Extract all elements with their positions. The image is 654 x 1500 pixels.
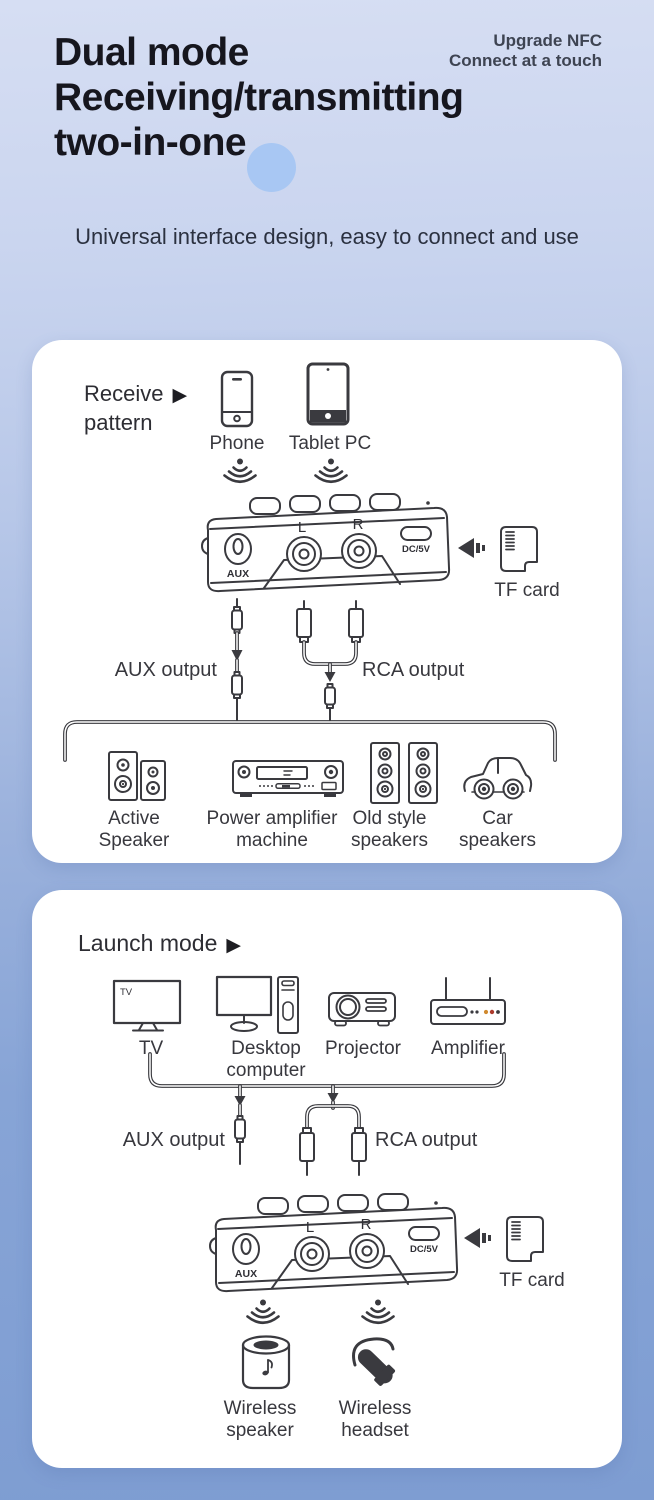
- device-jack-panel: [264, 556, 400, 588]
- cable-bracket: [60, 716, 560, 762]
- source-label: Amplifier: [431, 1038, 505, 1059]
- tf-card-label: TF card: [494, 580, 560, 601]
- page-title-line3: two-in-one: [54, 121, 247, 164]
- insert-arrow-icon: [464, 1228, 491, 1248]
- aux-cable: [227, 598, 247, 722]
- phone-icon: [220, 370, 254, 430]
- tablet-label: Tablet PC: [288, 433, 372, 454]
- wireless-headset-icon: [346, 1334, 396, 1386]
- down-arrow-icon: [327, 1093, 339, 1103]
- nfc-note: Upgrade NFC Connect at a touch: [449, 31, 602, 71]
- nfc-note-line1: Upgrade NFC: [493, 31, 602, 50]
- source-label: Projector: [324, 1038, 402, 1059]
- active-speaker-icon: [108, 748, 170, 802]
- nfc-note-line2: Connect at a touch: [448, 51, 602, 70]
- rca-jack-left: [295, 1237, 329, 1271]
- aux-output-label: AUX output: [114, 659, 217, 681]
- rca-jack-right: [342, 534, 376, 568]
- power-port-label: DC/5V: [410, 1244, 439, 1255]
- rca-cable: [290, 600, 370, 722]
- projector-icon: [328, 984, 398, 1030]
- down-arrow-icon: [231, 650, 243, 661]
- tf-card-icon: [496, 524, 542, 574]
- page-title-line1: Dual mode: [54, 31, 249, 74]
- device-side-button: [202, 538, 208, 554]
- wireless-signal-icon: [313, 458, 349, 485]
- device-body: [216, 1208, 457, 1291]
- rca-output-label: RCA output: [375, 1129, 478, 1151]
- power-amplifier-icon: [232, 758, 344, 797]
- car-speakers-icon: [460, 748, 534, 802]
- down-arrow-icon: [324, 672, 336, 682]
- left-jack-label: L: [298, 519, 306, 536]
- aux-cable: [230, 1086, 250, 1174]
- wireless-signal-icon: [245, 1299, 281, 1326]
- play-arrow-icon: ▶: [226, 935, 242, 956]
- device-body: [208, 508, 449, 591]
- cable-bracket: [144, 1054, 510, 1094]
- aux-port: [233, 1234, 259, 1264]
- tower-speakers-icon: [370, 742, 438, 804]
- usb-c-port: [401, 527, 431, 540]
- aux-port-label: AUX: [235, 1268, 257, 1280]
- page-title-line2: Receiving/transmitting: [54, 76, 464, 119]
- wireless-signal-icon: [360, 1299, 396, 1326]
- rca-jack-right: [350, 1234, 384, 1268]
- bluetooth-device-illustration: AUX L R DC/5V: [198, 490, 456, 602]
- amplifier-icon: [430, 976, 508, 1026]
- tv-screen-text: TV: [120, 987, 133, 998]
- tf-card-label: TF card: [499, 1270, 565, 1291]
- tf-card-icon: [502, 1214, 548, 1264]
- tablet-icon: [306, 362, 350, 428]
- right-jack-label: R: [353, 516, 364, 533]
- wireless-speaker-icon: [240, 1334, 292, 1392]
- source-label: TV: [138, 1038, 164, 1059]
- power-port-label: DC/5V: [402, 544, 431, 555]
- bluetooth-device-illustration: AUX L R DC/5V: [206, 1190, 464, 1302]
- phone-label: Phone: [209, 433, 265, 454]
- left-jack-label: L: [306, 1219, 314, 1236]
- aux-port-label: AUX: [227, 568, 249, 580]
- title-accent-circle: [247, 143, 296, 192]
- rca-jack-left: [287, 537, 321, 571]
- launch-mode-label: Launch mode▶: [78, 930, 241, 959]
- tv-icon: TV: [113, 980, 183, 1034]
- aux-port: [225, 534, 251, 564]
- usb-c-port: [409, 1227, 439, 1240]
- page-title: Dual mode Receiving/transmitting two-in-…: [54, 30, 464, 165]
- rca-cable: [293, 1086, 373, 1178]
- right-jack-label: R: [361, 1216, 372, 1233]
- wireless-signal-icon: [222, 458, 258, 485]
- rca-output-label: RCA output: [362, 659, 465, 681]
- receive-mode-label: Receive▶ pattern: [84, 381, 188, 435]
- desktop-computer-icon: [216, 976, 300, 1036]
- play-arrow-icon: ▶: [172, 385, 188, 406]
- receive-mode-card: Receive▶ pattern Phone Tablet PC: [32, 340, 622, 863]
- insert-arrow-icon: [458, 538, 485, 558]
- device-jack-panel: [272, 1256, 408, 1288]
- device-side-button: [210, 1238, 216, 1254]
- down-arrow-icon: [234, 1096, 246, 1106]
- aux-output-label: AUX output: [122, 1129, 225, 1151]
- subtitle: Universal interface design, easy to conn…: [75, 224, 579, 249]
